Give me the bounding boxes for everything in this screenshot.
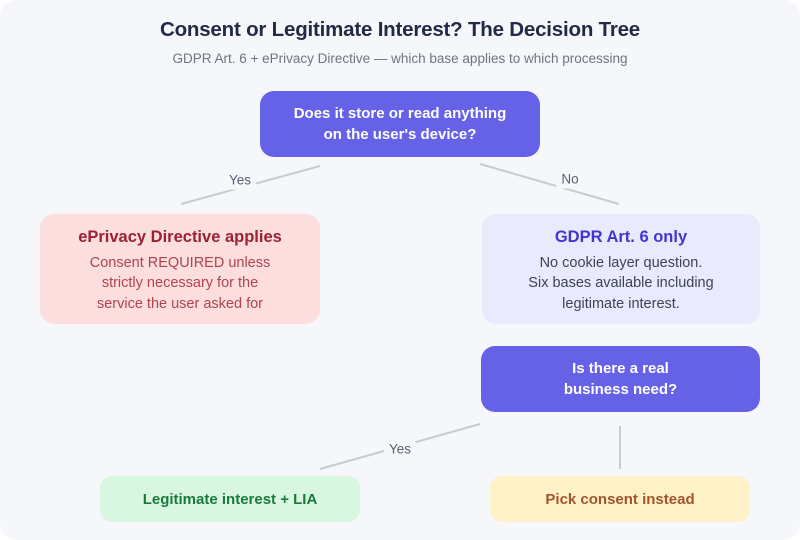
page-title: Consent or Legitimate Interest? The Deci…	[159, 18, 641, 41]
business-need-question-text: Is there a real business need?	[563, 360, 678, 398]
edge-no-line	[479, 163, 620, 205]
eprivacy-title: ePrivacy Directive applies	[78, 227, 282, 246]
node-eprivacy-directive: ePrivacy Directive applies Consent REQUI…	[40, 214, 320, 324]
node-business-need-question: Is there a real business need?	[481, 346, 760, 412]
gdpr-title: GDPR Art. 6 only	[554, 227, 688, 246]
node-device-storage-question: Does it store or read anything on the us…	[260, 91, 540, 157]
eprivacy-body: Consent REQUIRED unless strictly necessa…	[89, 254, 271, 312]
node-pick-consent-outcome: Pick consent instead	[490, 476, 750, 522]
device-storage-question-text: Does it store or read anything on the us…	[293, 105, 507, 143]
page-subtitle: GDPR Art. 6 + ePrivacy Directive — which…	[172, 51, 628, 66]
edge-label-yes: Yes	[223, 172, 257, 190]
edge-label-no: No	[556, 171, 584, 189]
edge-label-business-yes: Yes	[383, 441, 417, 459]
node-legitimate-interest-outcome: Legitimate interest + LIA	[100, 476, 360, 522]
node-gdpr-art6: GDPR Art. 6 only No cookie layer questio…	[482, 214, 760, 324]
gdpr-body: No cookie layer question. Six bases avai…	[528, 254, 714, 312]
